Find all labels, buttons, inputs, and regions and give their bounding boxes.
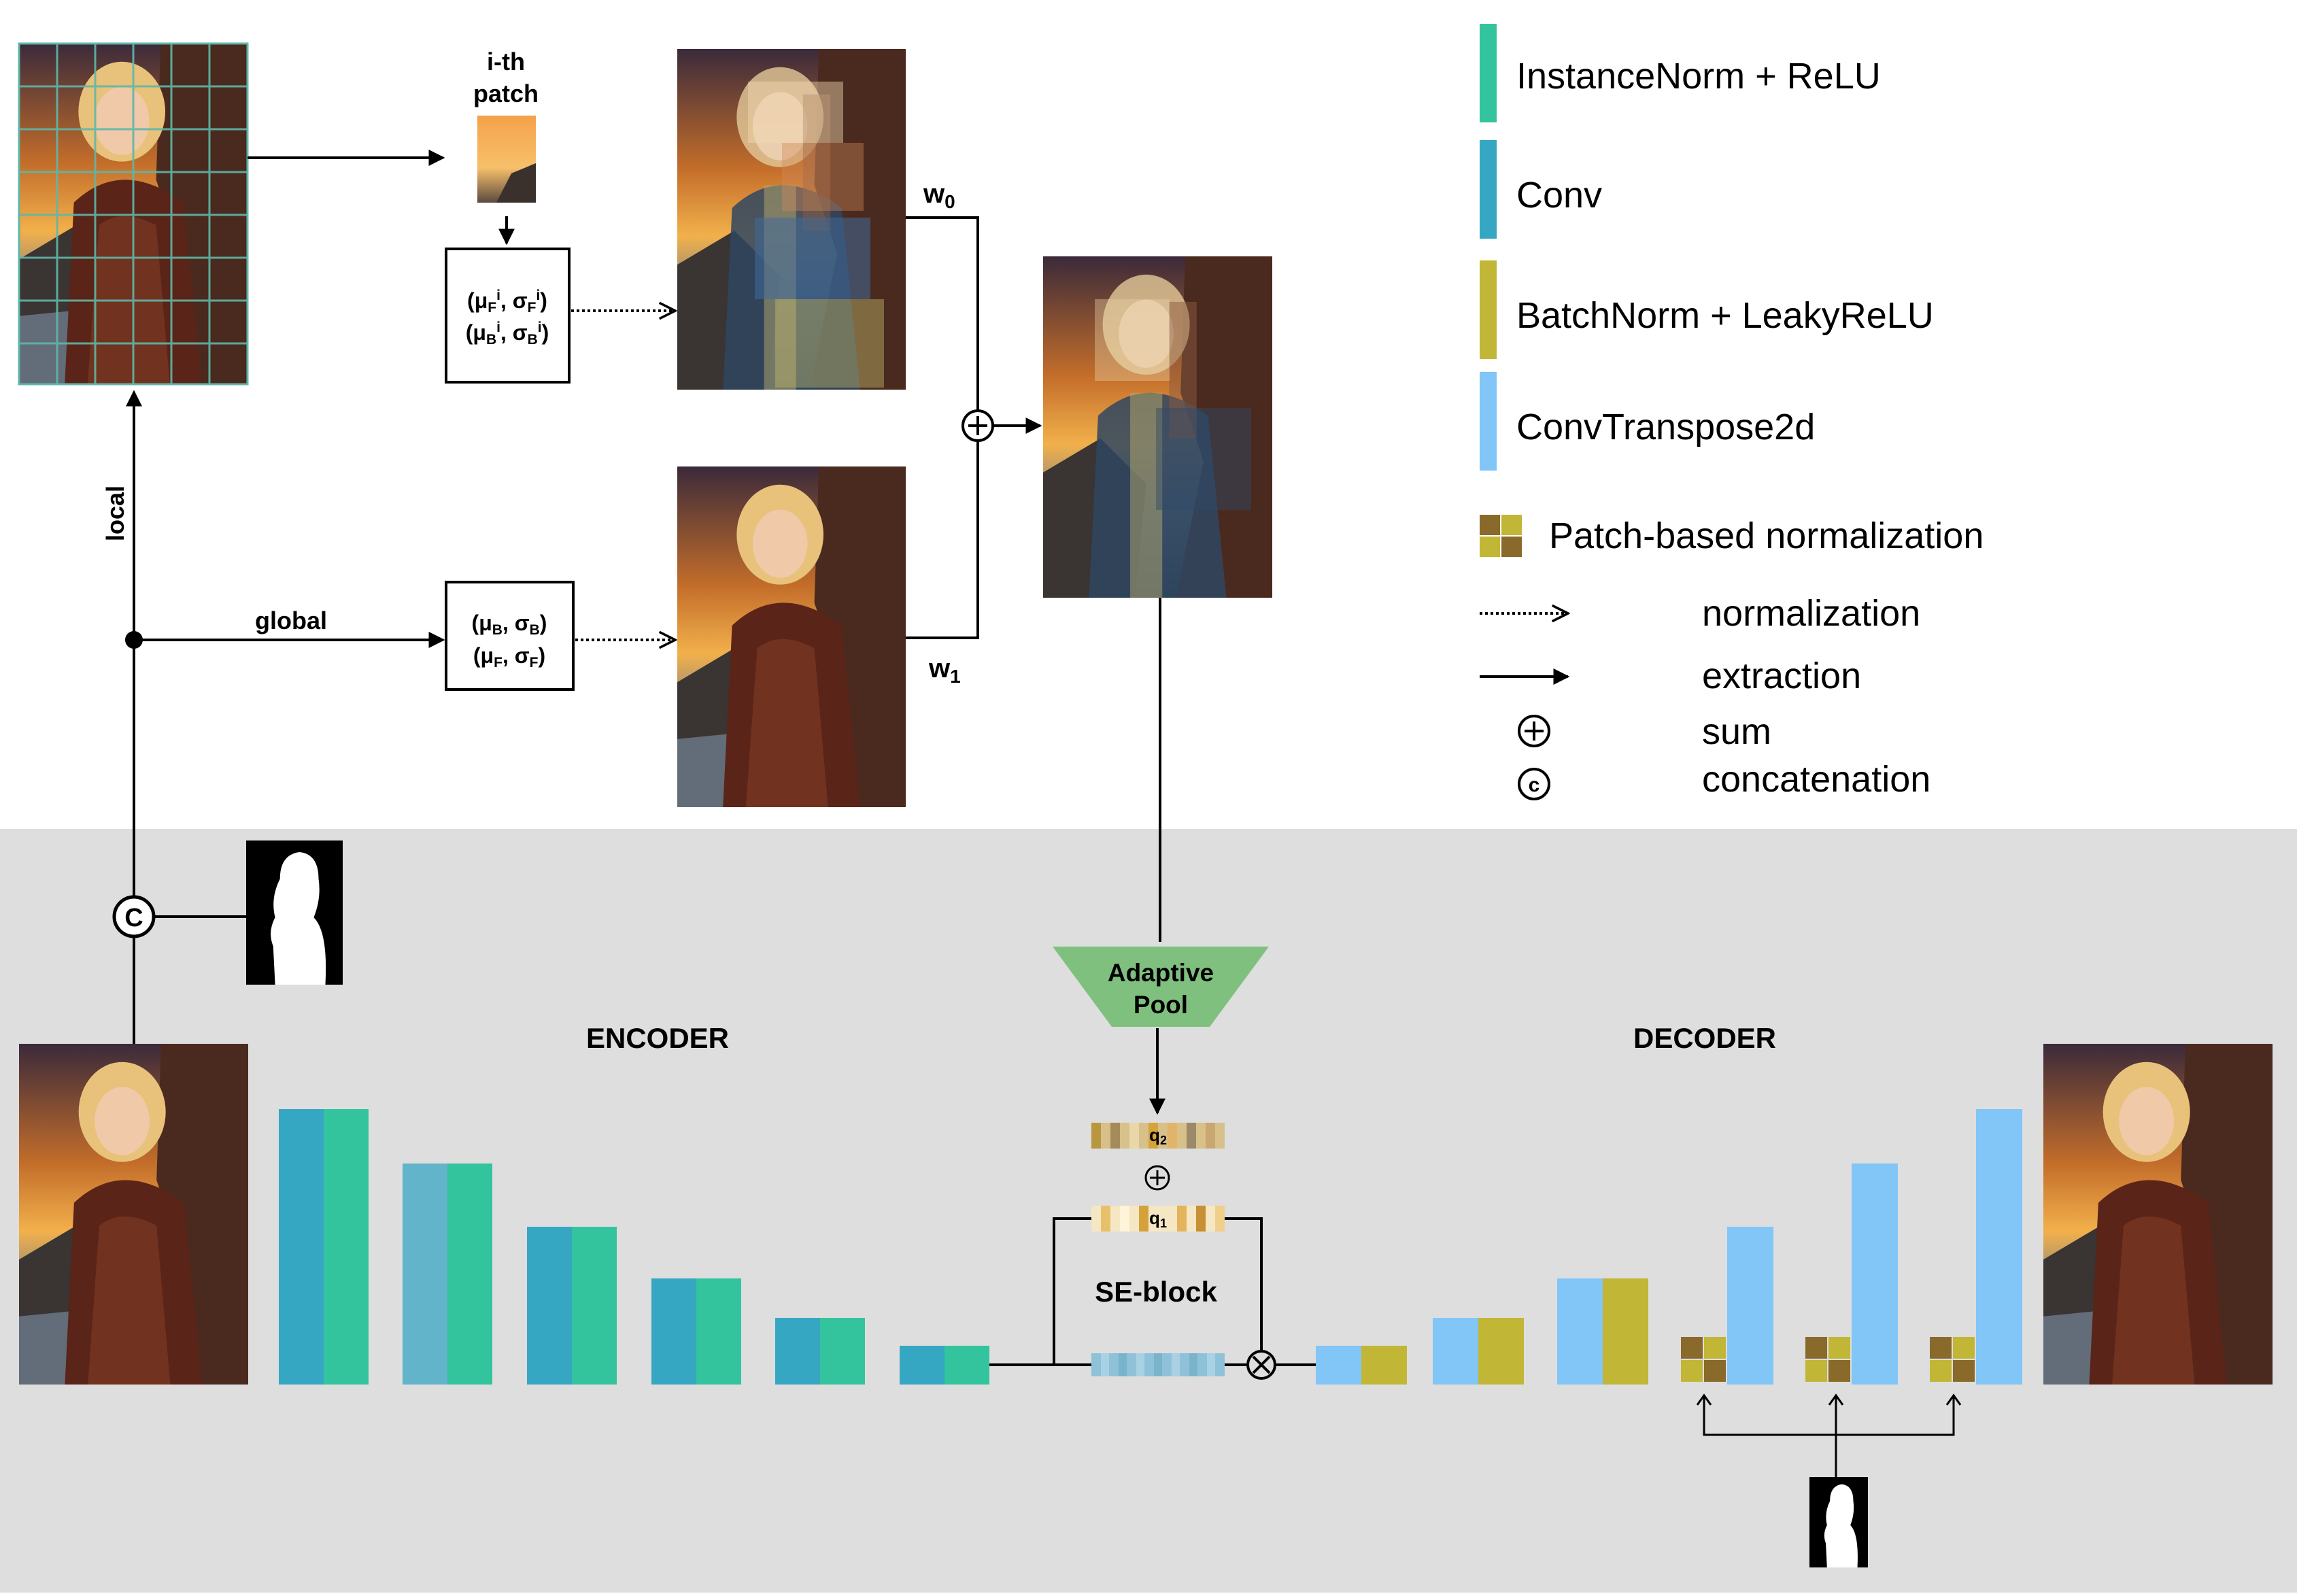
mask-distribution-lines xyxy=(1703,1397,1955,1477)
legend-normalization: normalization xyxy=(1702,593,1920,634)
concat-node: C xyxy=(112,895,156,938)
legend-concat-icon: c xyxy=(1518,768,1550,800)
adaptive-pool-label-2: Pool xyxy=(1134,991,1188,1019)
q1-vector: q1 xyxy=(1091,1206,1225,1232)
legend-patch-norm-icon xyxy=(1480,515,1522,557)
output-image xyxy=(2043,1044,2273,1385)
legend-swatch-convtranspose xyxy=(1480,372,1497,471)
adaptive-pool xyxy=(1053,947,1269,1027)
w0-connector xyxy=(906,216,979,409)
global-label: global xyxy=(255,607,327,634)
grid-input-image xyxy=(18,42,249,386)
legend-swatch-batchnorm xyxy=(1480,260,1497,359)
mask-distribution-arrowheads xyxy=(1696,1393,1962,1406)
global-normalized-image xyxy=(677,466,906,807)
w1-label: w1 xyxy=(928,653,961,687)
decoder-block-5 xyxy=(1805,1164,1898,1385)
local-stats-line1: (μFi, σFi) xyxy=(467,288,547,316)
legend-swatch-conv xyxy=(1480,140,1497,239)
svg-text:c: c xyxy=(1529,774,1540,796)
w0-label: w0 xyxy=(923,179,955,212)
local-stats-line2: (μBi, σBi) xyxy=(466,320,549,347)
q2-vector: q2 xyxy=(1091,1123,1225,1149)
patch-label-2: patch xyxy=(473,80,539,107)
encoder-block-3 xyxy=(527,1227,617,1385)
local-label: local xyxy=(101,486,129,541)
q-sum-node xyxy=(1144,1165,1170,1191)
legend-patch-norm: Patch-based normalization xyxy=(1549,515,1984,556)
blended-result-image xyxy=(1043,256,1272,598)
patch-thumbnail xyxy=(477,116,536,203)
decoder-block-6 xyxy=(1930,1109,2022,1385)
legend-sum: sum xyxy=(1702,711,1771,752)
legend-sum-icon xyxy=(1518,715,1550,747)
legend-extraction: extraction xyxy=(1702,656,1861,696)
decoder-block-1 xyxy=(1316,1346,1407,1385)
svg-text:C: C xyxy=(124,904,143,932)
local-stats-box xyxy=(445,248,571,384)
encoder-block-1 xyxy=(279,1109,369,1385)
legend-instancenorm: InstanceNorm + ReLU xyxy=(1516,56,1881,97)
global-stats-box xyxy=(445,581,575,691)
input-image xyxy=(19,1044,248,1385)
encoder-block-6 xyxy=(900,1346,989,1385)
se-block-right-branch xyxy=(1225,1217,1263,1350)
legend-batchnorm: BatchNorm + LeakyReLU xyxy=(1516,295,1934,336)
encoder-block-2 xyxy=(403,1164,492,1385)
sum-node xyxy=(962,409,994,442)
legend-conv: Conv xyxy=(1516,175,1602,216)
se-block-label: SE-block xyxy=(1095,1276,1217,1308)
patch-label-1: i-th xyxy=(487,48,525,75)
se-feature-vector xyxy=(1091,1353,1225,1376)
input-mask xyxy=(246,841,343,985)
se-block-left-branch xyxy=(989,1217,1091,1366)
decoder-label: DECODER xyxy=(1633,1022,1776,1054)
svg-text:q1: q1 xyxy=(1149,1208,1167,1230)
decoder-block-3 xyxy=(1557,1278,1648,1385)
w1-connector xyxy=(906,442,979,639)
legend-convtranspose: ConvTranspose2d xyxy=(1516,407,1815,447)
decoder-mask xyxy=(1809,1477,1868,1567)
legend-swatch-instancenorm xyxy=(1480,24,1497,122)
svg-text:q2: q2 xyxy=(1149,1125,1167,1147)
global-stats-line2: (μF, σF) xyxy=(473,643,545,670)
encoder-label: ENCODER xyxy=(586,1022,729,1054)
encoder-block-5 xyxy=(775,1318,865,1385)
legend-concatenation: concatenation xyxy=(1702,759,1930,800)
decoder-block-2 xyxy=(1433,1318,1524,1385)
decoder-block-4 xyxy=(1681,1227,1773,1385)
local-normalized-image xyxy=(677,49,906,390)
adaptive-pool-label-1: Adaptive xyxy=(1108,959,1214,987)
encoder-block-4 xyxy=(651,1278,741,1385)
